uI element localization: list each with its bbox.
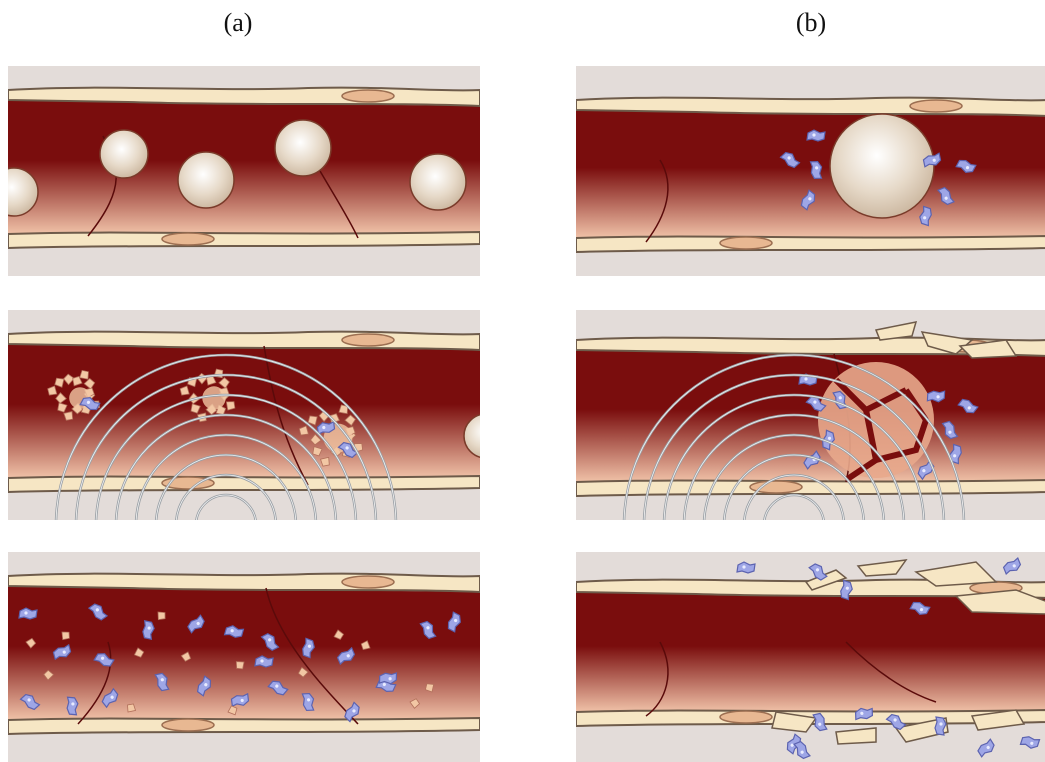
vessel-lumen [576,110,1045,238]
vessel-lumen [8,100,480,234]
vessel-wall-bottom [576,236,1045,252]
endothelial-nucleus [342,576,394,588]
column-label-a: (a) [178,8,298,38]
endothelial-nucleus [720,711,772,723]
panel-b1 [576,66,1045,276]
vessel-wall-bottom [8,232,480,248]
vessel-illustration [8,66,480,276]
vessel-illustration [576,66,1045,276]
vessel-wall-bottom [8,718,480,734]
vessel-illustration [576,310,1045,520]
microbubble [830,114,934,218]
panel-a2 [8,310,480,520]
panel-a3 [8,552,480,762]
endothelial-nucleus [162,719,214,731]
microbubble [178,152,234,208]
microbubble [275,120,331,176]
endothelial-nucleus [342,334,394,346]
vessel-illustration [8,552,480,762]
endothelial-nucleus [342,90,394,102]
endothelial-nucleus [720,237,772,249]
microbubble [410,154,466,210]
panel-a1 [8,66,480,276]
endothelial-nucleus [162,233,214,245]
vessel-illustration [8,310,480,520]
vessel-illustration [576,552,1045,762]
column-label-b: (b) [751,8,871,38]
panel-b3 [576,552,1045,762]
endothelial-nucleus [910,100,962,112]
panel-b2 [576,310,1045,520]
microbubble [100,130,148,178]
